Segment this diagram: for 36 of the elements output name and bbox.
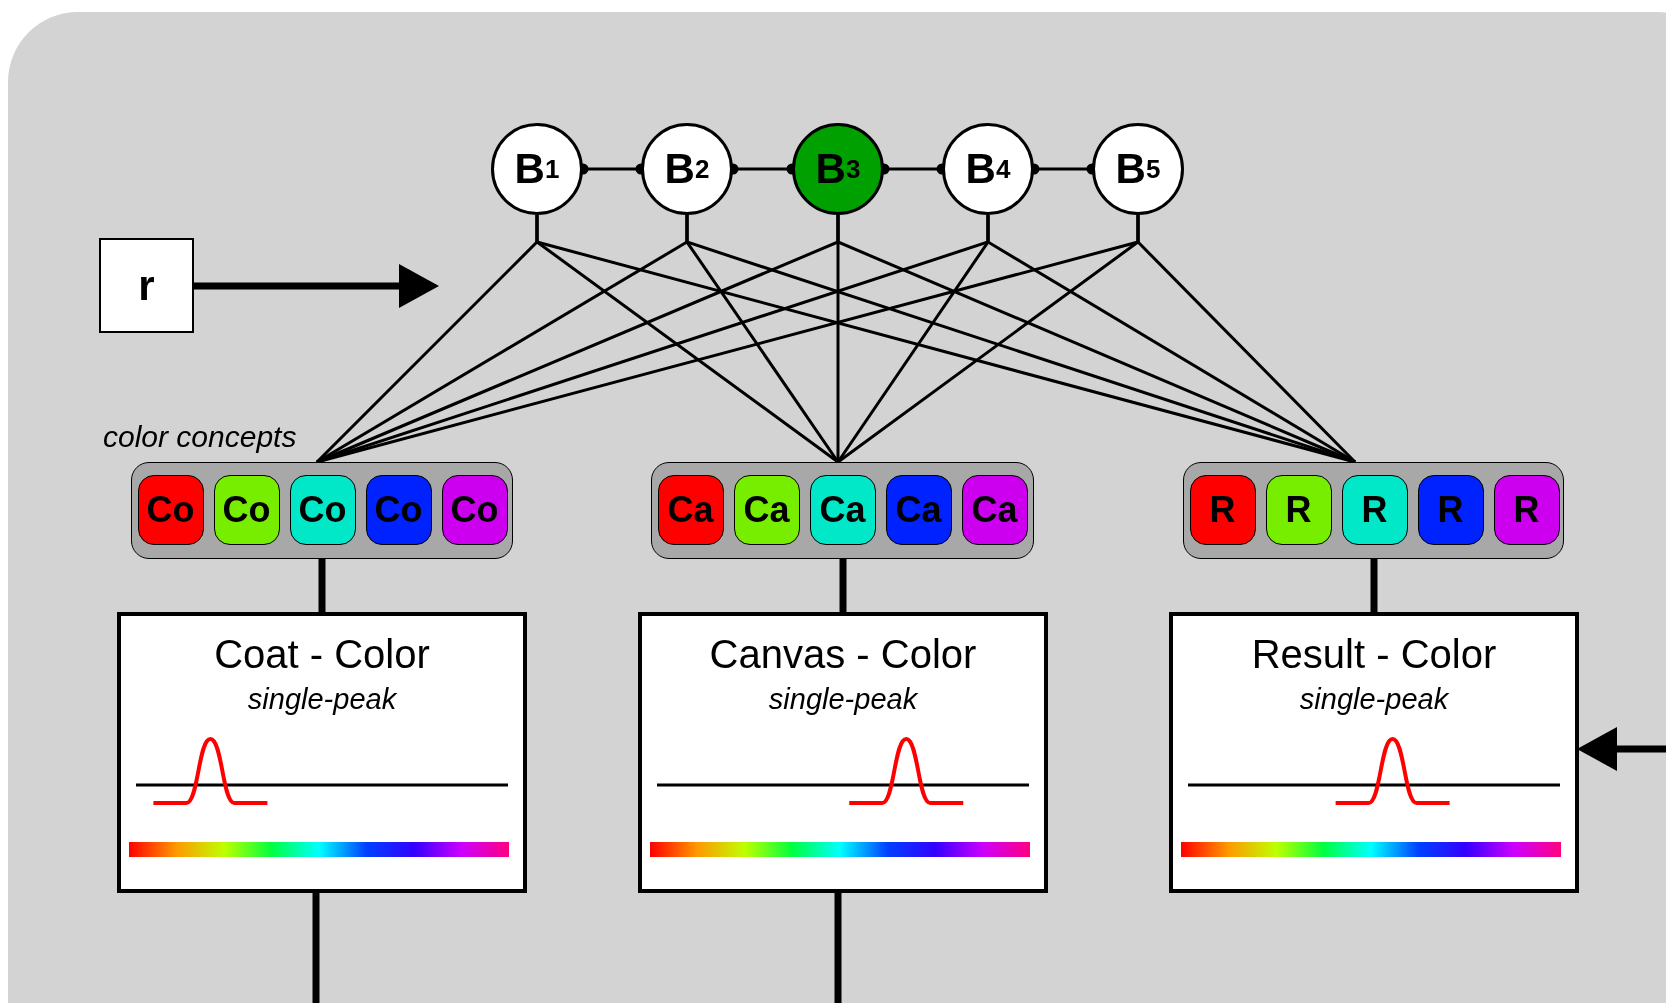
panel-title: Canvas - Color <box>709 632 977 677</box>
panel-subtitle: single-peak <box>247 683 397 716</box>
variable-box: r <box>99 238 194 333</box>
color-concept-chip: R <box>1493 474 1560 545</box>
color-dimension-panel <box>638 612 1048 893</box>
color-concept-chip: Co <box>213 474 280 545</box>
concept-group-band <box>651 462 1034 559</box>
color-concept-chip: R <box>1189 474 1256 545</box>
color-concept-chip: R <box>1417 474 1484 545</box>
panel-subtitle: single-peak <box>1299 683 1449 716</box>
color-concept-chip: Co <box>289 474 356 545</box>
color-concept-chip: Ca <box>733 474 800 545</box>
color-concept-chip: Co <box>137 474 204 545</box>
color-concept-chip: Ca <box>961 474 1028 545</box>
connector-line <box>312 893 320 1003</box>
color-concept-chip: Ca <box>809 474 876 545</box>
color-concept-chip: Co <box>365 474 432 545</box>
color-concept-chip: Ca <box>657 474 724 545</box>
panel-title: Coat - Color <box>214 632 430 677</box>
color-dimension-panel <box>1169 612 1579 893</box>
connector-line <box>1370 559 1378 612</box>
color-concept-chip: Co <box>441 474 508 545</box>
panel-subtitle: single-peak <box>768 683 918 716</box>
color-concept-chip: R <box>1265 474 1332 545</box>
connector-line <box>834 893 842 1003</box>
concept-group-band <box>131 462 513 559</box>
group-caption: color concepts <box>103 420 297 454</box>
connector-line <box>1136 215 1357 464</box>
panel-title: Result - Color <box>1251 632 1497 677</box>
connector-line <box>839 559 847 612</box>
connector-line <box>318 559 326 612</box>
arrow <box>194 264 439 308</box>
concept-group-band <box>1183 462 1564 559</box>
color-dimension-panel <box>117 612 527 893</box>
color-concept-chip: Ca <box>885 474 952 545</box>
color-concept-chip: R <box>1341 474 1408 545</box>
